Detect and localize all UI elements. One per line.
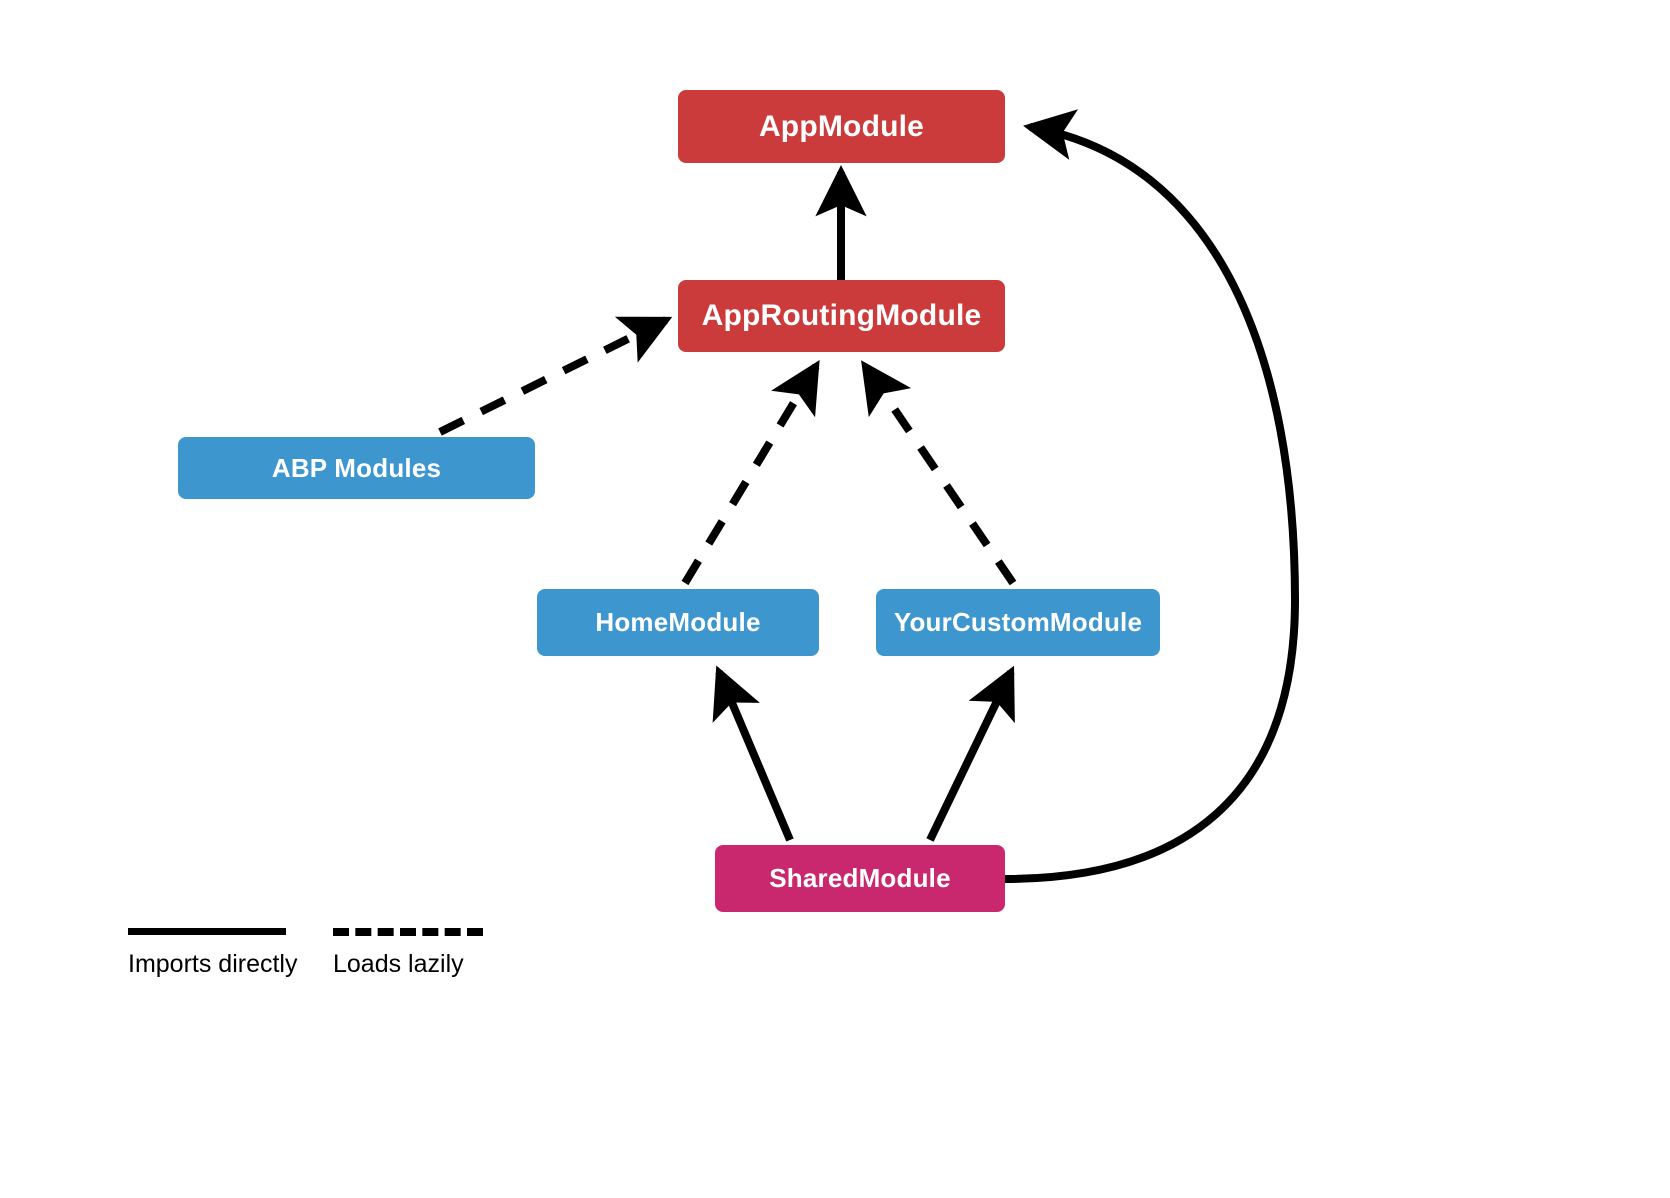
edge-yourcustommodule-to-approuting bbox=[861, 360, 1017, 586]
node-abp-modules-label: ABP Modules bbox=[271, 452, 442, 483]
node-app-routing-module[interactable]: AppRoutingModule bbox=[678, 280, 1005, 352]
node-shared-module[interactable]: SharedModule bbox=[715, 845, 1005, 912]
legend-item-loads-lazily: Loads lazily bbox=[333, 928, 483, 978]
edge-abpmodules-to-approuting bbox=[438, 316, 673, 436]
node-your-custom-module-label: YourCustomModule bbox=[893, 607, 1143, 637]
node-app-module[interactable]: AppModule bbox=[678, 90, 1005, 163]
legend-swatch-solid-line bbox=[128, 928, 286, 935]
legend-swatch-dashed-line bbox=[333, 928, 483, 936]
legend: Imports directly Loads lazily bbox=[128, 928, 528, 990]
edge-sharedmodule-to-yourcustommodule bbox=[926, 665, 1015, 842]
node-app-routing-module-label: AppRoutingModule bbox=[701, 299, 982, 332]
node-app-module-label: AppModule bbox=[758, 109, 925, 143]
legend-label-imports-directly: Imports directly bbox=[128, 950, 298, 978]
node-shared-module-label: SharedModule bbox=[769, 863, 951, 893]
legend-item-imports-directly: Imports directly bbox=[128, 928, 297, 978]
node-your-custom-module[interactable]: YourCustomModule bbox=[876, 589, 1160, 656]
legend-label-loads-lazily: Loads lazily bbox=[333, 950, 464, 978]
node-abp-modules[interactable]: ABP Modules bbox=[178, 437, 535, 499]
node-home-module-label: HomeModule bbox=[595, 607, 761, 637]
node-home-module[interactable]: HomeModule bbox=[537, 589, 819, 656]
edge-homemodule-to-approuting bbox=[681, 360, 820, 586]
edge-sharedmodule-to-appmodule bbox=[1004, 109, 1300, 883]
edge-sharedmodule-to-homemodule bbox=[712, 665, 794, 842]
